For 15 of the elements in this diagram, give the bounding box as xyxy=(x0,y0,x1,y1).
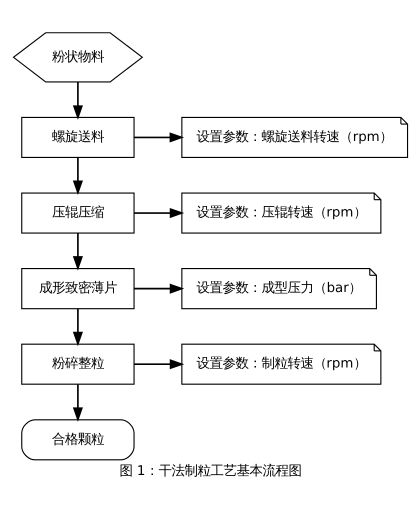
arrow xyxy=(134,132,184,142)
node-box: 粉碎整粒 xyxy=(20,343,134,384)
node-box: 压辊压缩 xyxy=(20,192,134,234)
arrow xyxy=(134,207,184,218)
arrow xyxy=(72,308,82,346)
arrow xyxy=(72,157,82,195)
caption: 图 1：干法制粒工艺基本流程图 xyxy=(119,463,301,478)
arrow xyxy=(72,82,82,120)
node-box: 螺旋送料 xyxy=(20,116,134,158)
arrow xyxy=(72,384,82,422)
arrow xyxy=(134,283,184,294)
node-box: 成形致密薄片 xyxy=(20,268,134,309)
arrow xyxy=(72,232,82,270)
node-box: 合格颗粒 xyxy=(20,418,134,460)
arrow xyxy=(134,358,184,369)
